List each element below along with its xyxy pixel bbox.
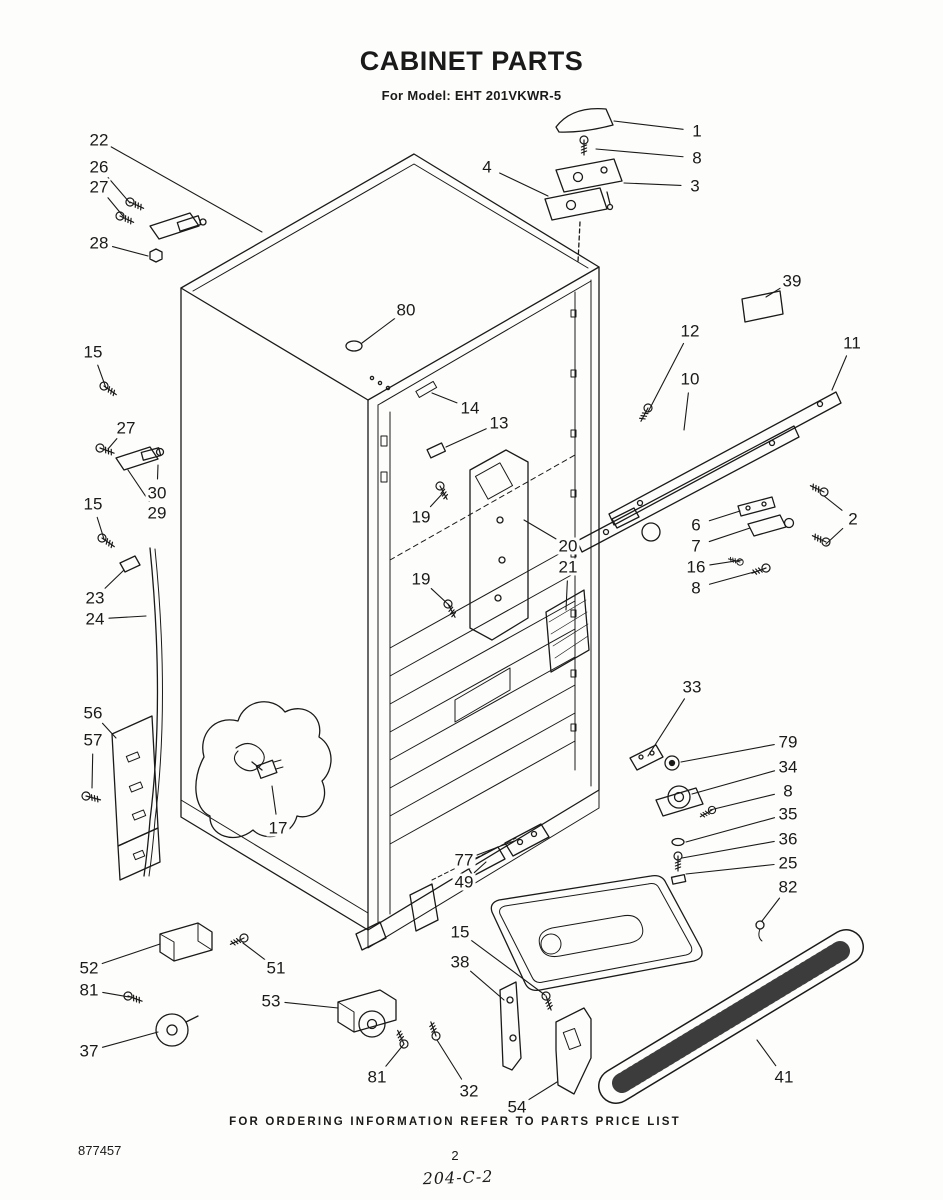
interior-bracket-parts — [426, 442, 590, 673]
leader-line — [761, 897, 781, 922]
leader-line — [445, 428, 487, 448]
leader-line — [96, 516, 105, 540]
bottom-plates — [465, 823, 550, 877]
leader-line — [431, 392, 458, 404]
leader-line — [284, 1001, 339, 1009]
leader-line — [681, 840, 775, 859]
leader-line — [470, 970, 505, 1001]
page-number: 2 — [451, 1148, 459, 1163]
leader-line — [595, 148, 684, 158]
leader-line — [104, 569, 125, 589]
leader-line — [685, 817, 776, 843]
leader-line — [765, 287, 781, 298]
caster-parts — [122, 922, 442, 1050]
leader-line — [101, 1031, 159, 1048]
model-subtitle: For Model: EHT 201VKWR-5 — [381, 88, 562, 103]
leader-line — [108, 615, 147, 619]
leader-line — [156, 464, 159, 480]
leader-line — [708, 527, 751, 543]
leader-line — [528, 1081, 558, 1101]
leader-line — [436, 1039, 463, 1080]
leader-line — [823, 495, 843, 511]
top-hinge-parts — [544, 107, 623, 263]
leader-line — [101, 943, 161, 965]
page-title: CABINET PARTS — [359, 46, 584, 76]
leader-line — [647, 698, 686, 757]
leader-line — [470, 939, 546, 996]
leader-line — [107, 438, 118, 450]
right-hinge-hardware — [727, 481, 832, 578]
leader-line — [709, 793, 775, 811]
leader-line — [565, 580, 568, 611]
leader-line — [102, 991, 130, 998]
leader-line — [385, 1043, 405, 1067]
leader-line — [708, 571, 755, 585]
leader-line — [111, 246, 149, 257]
leader-line — [271, 785, 277, 815]
plate-code: 204-C-2 — [422, 1166, 494, 1189]
drain-pan — [490, 875, 765, 991]
leader-line — [683, 392, 689, 431]
leader-line — [91, 753, 94, 789]
cabinet-body — [180, 153, 600, 951]
leader-line — [709, 559, 743, 566]
slide-rails — [576, 290, 842, 553]
leader-line — [623, 182, 682, 186]
leader-line — [756, 1039, 777, 1067]
power-cord-detail — [195, 701, 332, 839]
leader-line — [708, 510, 741, 522]
leader-line — [647, 342, 685, 413]
leader-line — [685, 863, 775, 875]
leader-line — [473, 861, 487, 874]
leader-line — [107, 197, 124, 217]
leader-line — [680, 744, 775, 763]
leader-line — [430, 587, 451, 607]
leader-line — [361, 317, 396, 344]
leader-line — [476, 840, 515, 856]
leader-line — [97, 364, 107, 389]
leader-line — [499, 172, 549, 197]
leader-line — [107, 177, 131, 204]
leader-line — [613, 120, 684, 130]
leader-line — [825, 527, 844, 545]
leader-line — [691, 770, 776, 795]
doc-number: 877457 — [78, 1143, 122, 1158]
leader-line — [110, 146, 263, 233]
base-grille — [598, 929, 864, 1104]
leader-line — [523, 519, 557, 540]
left-hinge-parts — [94, 196, 207, 877]
left-access-panel — [80, 715, 161, 881]
ordering-note: FOR ORDERING INFORMATION REFER TO PARTS … — [229, 1116, 681, 1128]
leader-line — [242, 942, 266, 961]
leader-line — [127, 469, 150, 502]
leader-line — [429, 492, 444, 508]
leader-line — [831, 355, 848, 391]
leader-line — [101, 722, 117, 739]
bottom-brackets — [499, 981, 592, 1095]
compressor-mount-parts — [629, 744, 718, 885]
leader-lines-layer — [91, 120, 848, 1101]
